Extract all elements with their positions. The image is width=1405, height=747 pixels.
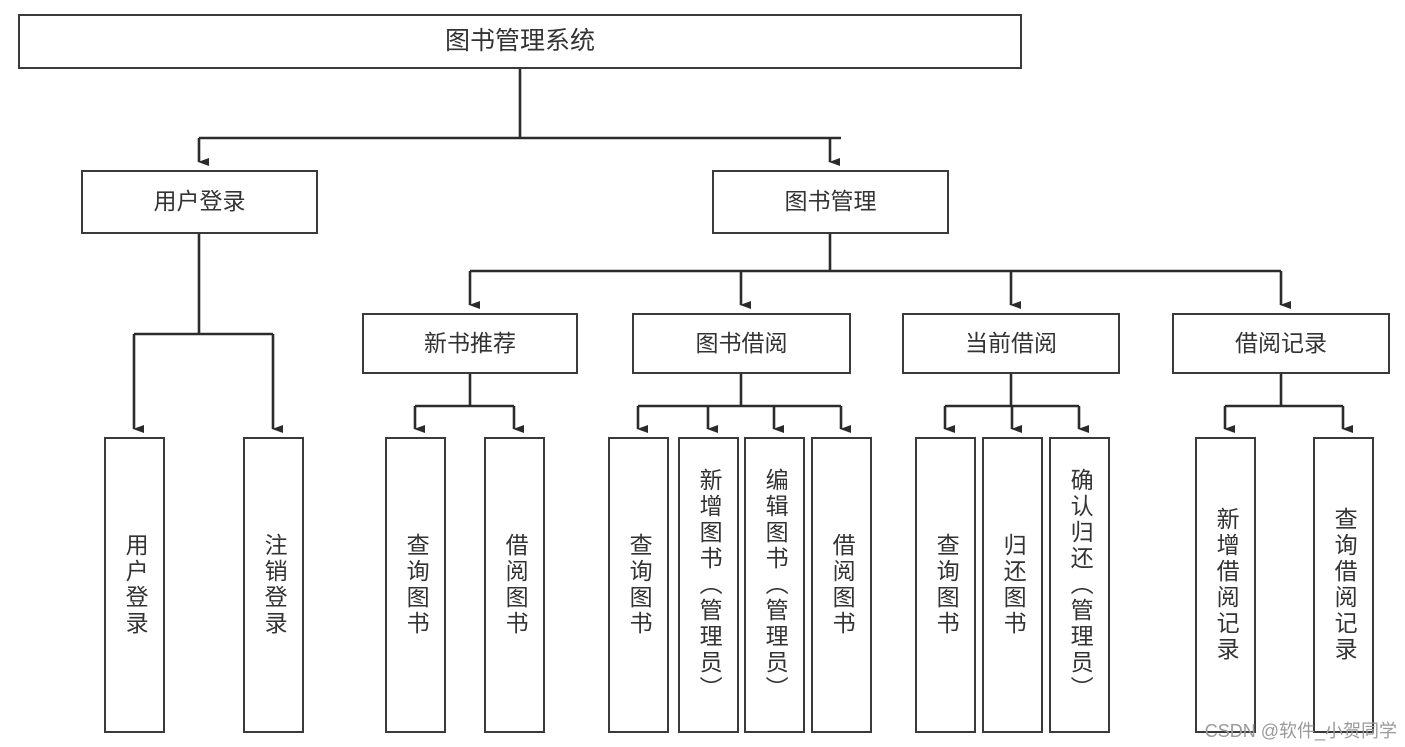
node-leaf-cb-query-book[interactable]: 查询图书 <box>915 437 976 733</box>
node-leaf-logout[interactable]: 注销登录 <box>243 437 304 733</box>
node-leaf-nb-borrow-book[interactable]: 借阅图书 <box>484 437 545 733</box>
node-label: 查询图书 <box>626 533 653 637</box>
node-label: 编辑图书（管理员） <box>762 468 789 702</box>
node-current-borrow[interactable]: 当前借阅 <box>902 313 1120 374</box>
node-user-login[interactable]: 用户登录 <box>81 170 318 234</box>
node-leaf-cb-return-book[interactable]: 归还图书 <box>982 437 1043 733</box>
node-leaf-bb-add-book[interactable]: 新增图书（管理员） <box>678 437 739 733</box>
node-label: 借阅记录 <box>1235 329 1327 356</box>
node-leaf-bb-query-book[interactable]: 查询图书 <box>608 437 669 733</box>
node-label: 查询借阅记录 <box>1331 507 1358 663</box>
node-label: 查询图书 <box>933 533 960 637</box>
node-leaf-br-query-record[interactable]: 查询借阅记录 <box>1313 437 1374 733</box>
node-label: 查询图书 <box>403 533 430 637</box>
node-label: 注销登录 <box>261 533 288 637</box>
node-book-manage[interactable]: 图书管理 <box>712 170 949 234</box>
node-label: 借阅图书 <box>829 533 856 637</box>
node-label: 图书借阅 <box>695 329 788 356</box>
node-label: 确认归还（管理员） <box>1067 468 1094 702</box>
node-leaf-user-login[interactable]: 用户登录 <box>104 437 165 733</box>
node-label: 新增图书（管理员） <box>696 468 723 702</box>
node-label: 借阅图书 <box>502 533 529 637</box>
node-leaf-cb-confirm-return[interactable]: 确认归还（管理员） <box>1049 437 1110 733</box>
node-label: 新增借阅记录 <box>1213 507 1240 663</box>
node-root-system[interactable]: 图书管理系统 <box>18 14 1022 69</box>
node-label: 图书管理 <box>784 188 877 215</box>
node-label: 新书推荐 <box>424 329 516 356</box>
node-leaf-nb-query-book[interactable]: 查询图书 <box>385 437 446 733</box>
node-book-borrow[interactable]: 图书借阅 <box>632 313 851 374</box>
node-borrow-record[interactable]: 借阅记录 <box>1172 313 1390 374</box>
node-leaf-br-add-record[interactable]: 新增借阅记录 <box>1195 437 1256 733</box>
node-label: 用户登录 <box>153 188 246 215</box>
node-leaf-bb-edit-book[interactable]: 编辑图书（管理员） <box>744 437 805 733</box>
node-label: 当前借阅 <box>965 329 1057 356</box>
node-leaf-bb-borrow-book[interactable]: 借阅图书 <box>811 437 872 733</box>
node-label: 图书管理系统 <box>444 26 595 55</box>
node-new-book-recommend[interactable]: 新书推荐 <box>362 313 578 374</box>
node-label: 归还图书 <box>1000 533 1027 637</box>
node-label: 用户登录 <box>122 533 149 637</box>
